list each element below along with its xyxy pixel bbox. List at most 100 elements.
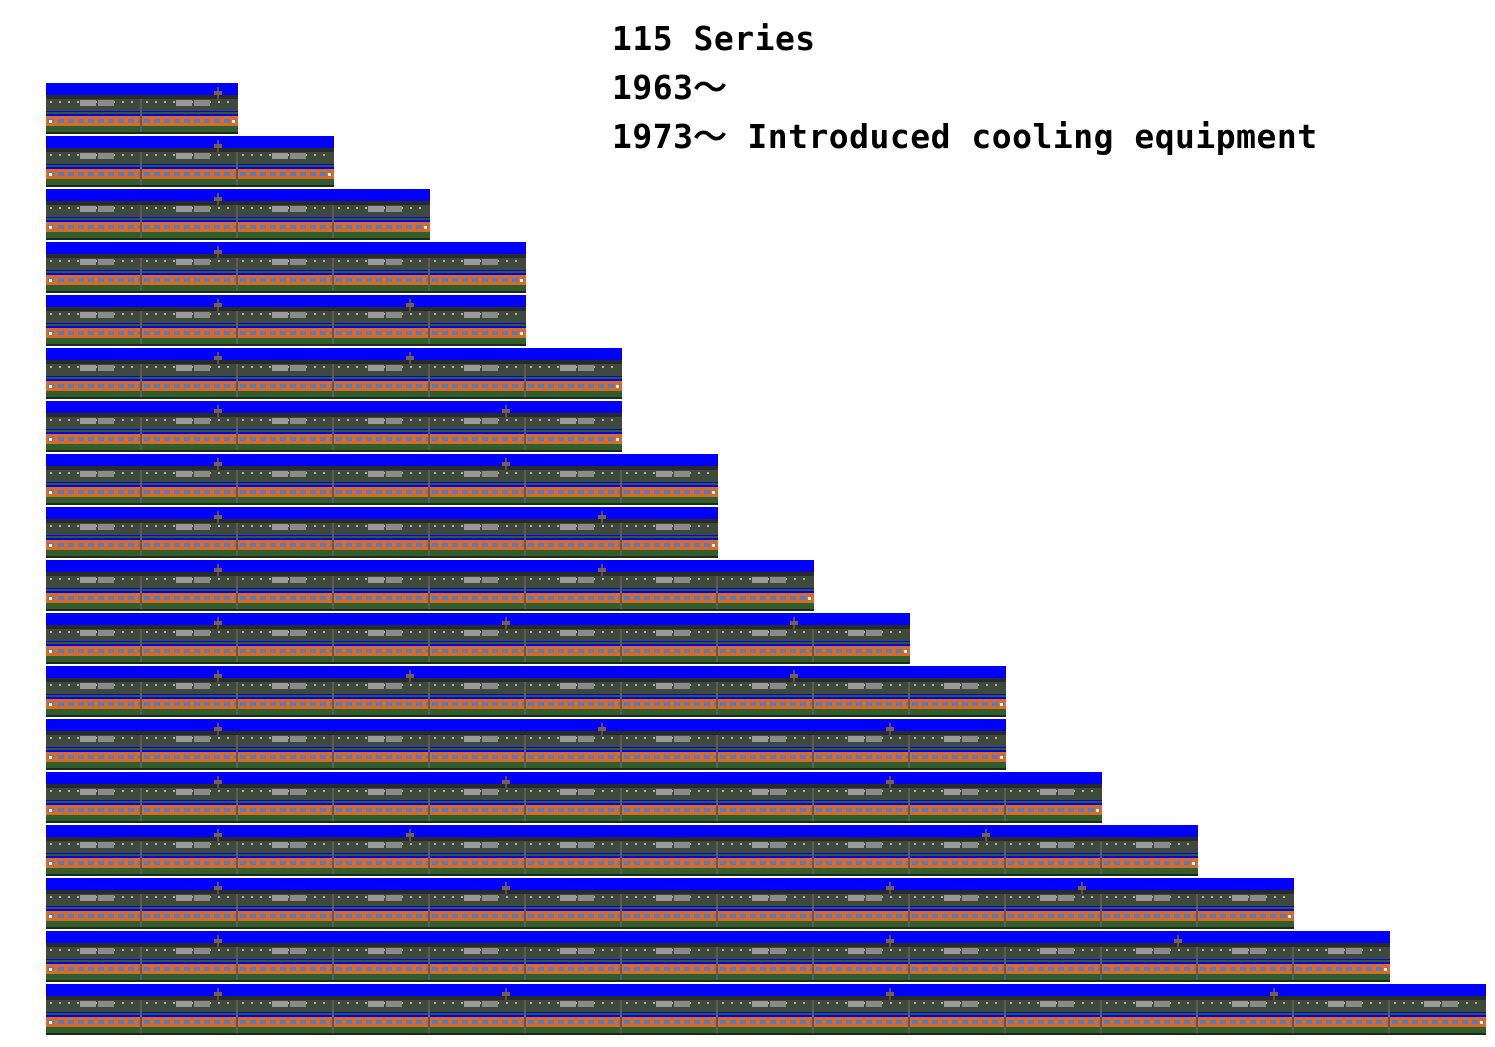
train-car: [142, 666, 238, 717]
pantograph-icon: [982, 829, 990, 841]
train-formation-6-cars: [46, 348, 622, 399]
train-car: [46, 189, 142, 240]
train-car: [1006, 772, 1102, 823]
train-car: [238, 189, 334, 240]
train-car: [910, 931, 1006, 982]
train-car: [814, 772, 910, 823]
train-car: [1390, 984, 1486, 1035]
train-car: [142, 401, 238, 452]
train-car: [238, 348, 334, 399]
train-car: [142, 825, 238, 876]
train-car: [142, 348, 238, 399]
train-car: [718, 931, 814, 982]
pantograph-icon: [214, 617, 222, 629]
train-car: [1006, 931, 1102, 982]
train-car: [238, 242, 334, 293]
train-car: [526, 825, 622, 876]
train-car: [910, 825, 1006, 876]
train-car: [238, 613, 334, 664]
pantograph-icon: [406, 299, 414, 311]
train-car: [334, 454, 430, 505]
series-title: 115 Series: [612, 19, 816, 58]
train-car: [142, 295, 238, 346]
train-car: [430, 454, 526, 505]
train-car: [430, 772, 526, 823]
train-car: [622, 772, 718, 823]
pantograph-icon: [598, 511, 606, 523]
train-car: [46, 401, 142, 452]
train-car: [46, 825, 142, 876]
train-car: [238, 984, 334, 1035]
train-formation-5-cars: [46, 295, 526, 346]
train-car: [46, 613, 142, 664]
train-car: [142, 83, 238, 134]
train-car: [1102, 878, 1198, 929]
train-car: [910, 666, 1006, 717]
train-car: [910, 719, 1006, 770]
train-car: [814, 825, 910, 876]
train-car: [142, 560, 238, 611]
train-car: [526, 560, 622, 611]
train-car: [622, 507, 718, 558]
train-car: [1198, 984, 1294, 1035]
train-car: [814, 719, 910, 770]
pantograph-icon: [214, 829, 222, 841]
train-car: [46, 454, 142, 505]
train-car: [238, 560, 334, 611]
pantograph-icon: [502, 617, 510, 629]
introduction-year: 1963〜: [612, 68, 727, 107]
train-car: [1102, 984, 1198, 1035]
pantograph-icon: [502, 882, 510, 894]
pantograph-icon: [214, 352, 222, 364]
train-car: [238, 401, 334, 452]
train-car: [142, 931, 238, 982]
pantograph-icon: [214, 140, 222, 152]
pantograph-icon: [214, 988, 222, 1000]
train-car: [430, 984, 526, 1035]
train-car: [46, 878, 142, 929]
pantograph-icon: [214, 564, 222, 576]
train-car: [1102, 825, 1198, 876]
pantograph-icon: [214, 776, 222, 788]
train-car: [1294, 984, 1390, 1035]
pantograph-icon: [502, 458, 510, 470]
train-car: [46, 719, 142, 770]
train-car: [46, 560, 142, 611]
train-car: [46, 83, 142, 134]
train-car: [238, 878, 334, 929]
train-car: [238, 772, 334, 823]
train-car: [46, 507, 142, 558]
train-car: [718, 825, 814, 876]
cooling-note: 1973〜 Introduced cooling equipment: [612, 117, 1318, 156]
train-car: [334, 984, 430, 1035]
train-car: [142, 507, 238, 558]
pantograph-icon: [598, 723, 606, 735]
pantograph-icon: [790, 670, 798, 682]
pantograph-icon: [1078, 882, 1086, 894]
train-formation-11-cars: [46, 772, 1102, 823]
train-car: [430, 507, 526, 558]
train-formation-3-cars: [46, 136, 334, 187]
train-car: [142, 242, 238, 293]
pantograph-icon: [406, 352, 414, 364]
train-car: [718, 772, 814, 823]
train-car: [526, 719, 622, 770]
train-car: [46, 984, 142, 1035]
train-formation-7-cars: [46, 507, 718, 558]
train-car: [430, 613, 526, 664]
pantograph-icon: [214, 246, 222, 258]
train-car: [622, 984, 718, 1035]
train-car: [238, 454, 334, 505]
train-car: [334, 931, 430, 982]
pantograph-icon: [214, 935, 222, 947]
train-car: [334, 666, 430, 717]
train-car: [46, 666, 142, 717]
train-car: [334, 348, 430, 399]
train-car: [142, 878, 238, 929]
train-formation-2-cars: [46, 83, 238, 134]
train-car: [142, 454, 238, 505]
train-car: [142, 613, 238, 664]
train-car: [526, 931, 622, 982]
train-car: [46, 348, 142, 399]
train-car: [910, 984, 1006, 1035]
